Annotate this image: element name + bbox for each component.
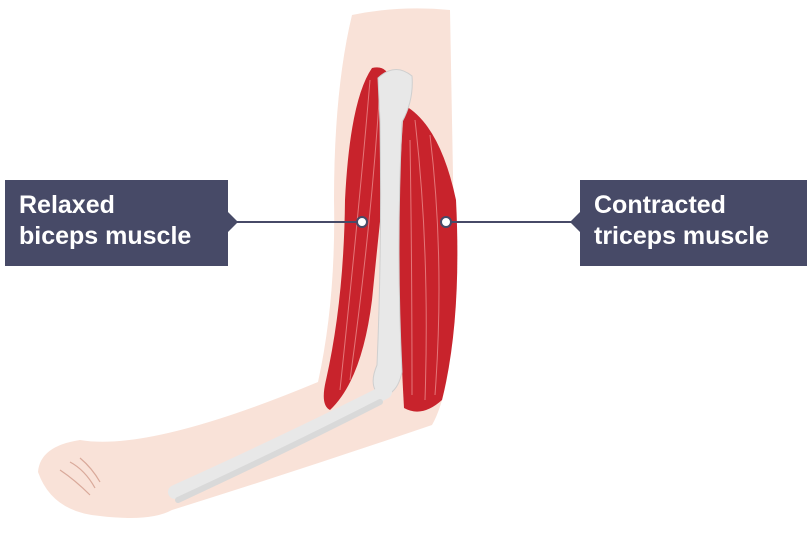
triceps-muscle [398, 105, 458, 412]
label-line: Contracted [594, 191, 726, 219]
triceps-marker [440, 216, 452, 228]
label-line: Relaxed [19, 191, 115, 219]
relaxed-biceps-label: Relaxed biceps muscle [5, 180, 228, 266]
hand-outline [59, 457, 101, 496]
contracted-triceps-label: Contracted triceps muscle [580, 180, 807, 266]
biceps-marker [356, 216, 368, 228]
label-line: triceps muscle [594, 222, 770, 250]
label-line: biceps muscle [19, 222, 192, 250]
humerus-bone [372, 69, 413, 397]
left-label-pointer [228, 212, 238, 232]
muscle-fibers [339, 79, 440, 401]
right-label-pointer [570, 212, 580, 232]
forearm-bone-2 [175, 399, 383, 503]
forearm-bones [168, 385, 392, 499]
arm-skin [38, 8, 455, 518]
